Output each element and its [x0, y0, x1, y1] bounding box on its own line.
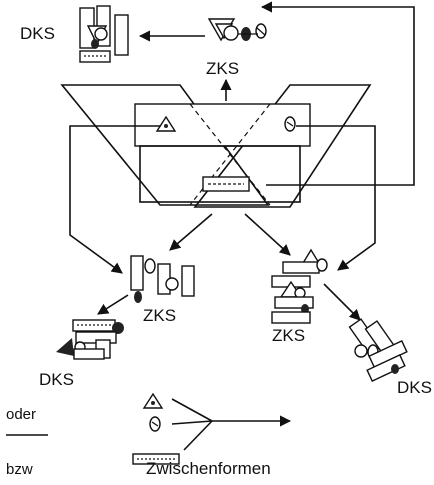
arrow-right-bracket-to-zks-right — [296, 126, 375, 270]
zks-left-label: ZKS — [143, 306, 176, 325]
dks-right-cluster — [350, 319, 407, 381]
central-prism — [62, 85, 370, 207]
legend-circle-icon — [150, 417, 160, 431]
dks-left-cluster — [56, 320, 124, 359]
legend-converging-line-1 — [172, 399, 212, 421]
legend-bzw-label: bzw — [6, 461, 33, 478]
legend-triangle-icon — [144, 394, 162, 408]
legend: oder bzw Zwischenformen — [6, 394, 290, 478]
zks-left-cluster — [131, 256, 194, 303]
arrow-left-bracket-to-zks-left — [70, 126, 160, 273]
rectangle-motif-icon — [203, 177, 249, 191]
arrow-zks-left-to-dks — [98, 295, 128, 314]
legend-zwischenformen-label: Zwischenformen — [146, 459, 271, 478]
zks-top-label: ZKS — [206, 59, 239, 78]
dks-top-left-cluster — [80, 6, 128, 62]
arrow-prism-to-zks-left — [170, 214, 212, 250]
dks-left-label: DKS — [39, 370, 74, 389]
arrow-loop-to-zks-top — [262, 7, 414, 185]
legend-converging-line-2 — [172, 421, 212, 424]
dks-right-label: DKS — [397, 378, 432, 397]
legend-converging-line-3 — [184, 421, 212, 450]
arrow-zks-right-to-dks — [324, 284, 360, 320]
zks-right-cluster — [272, 250, 327, 323]
legend-oder-label: oder — [6, 406, 36, 423]
arrow-prism-to-zks-right — [245, 214, 290, 255]
zks-right-label: ZKS — [272, 326, 305, 345]
zks-top-cluster — [209, 19, 266, 41]
circle-motif-icon — [285, 117, 295, 131]
dks-top-left-label: DKS — [20, 24, 55, 43]
